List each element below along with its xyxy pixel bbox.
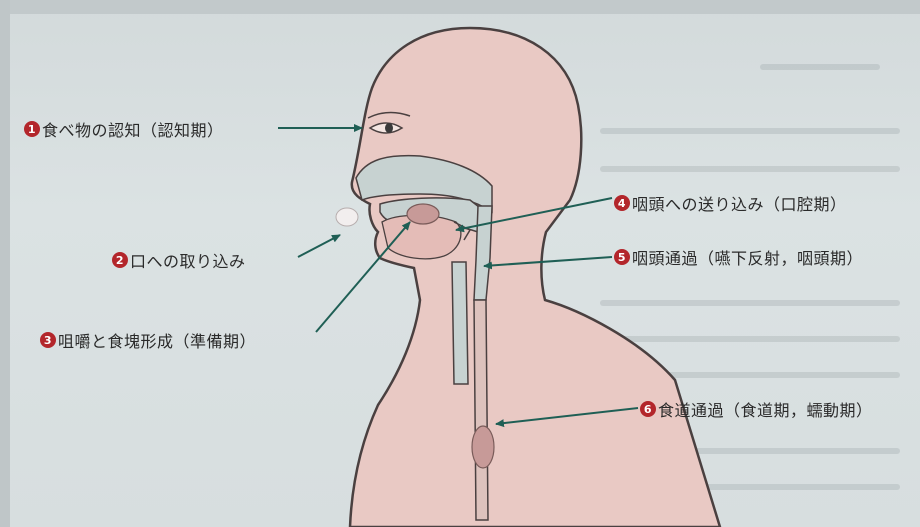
label-text: 食道通過（食道期，蠕動期） <box>658 397 873 421</box>
bolus-in-mouth <box>407 204 439 224</box>
step-number-badge: 2 <box>112 252 128 268</box>
bolus-in-esophagus <box>472 426 494 468</box>
step-number-badge: 1 <box>24 121 40 137</box>
label-text: 食べ物の認知（認知期） <box>42 117 224 141</box>
label-intake: 2 口への取り込み <box>112 248 246 272</box>
step-number-badge: 6 <box>640 401 656 417</box>
step-number-badge: 5 <box>614 249 630 265</box>
label-recognition: 1 食べ物の認知（認知期） <box>24 117 224 141</box>
label-pharyngeal-phase: 5 咽頭通過（嚥下反射，咽頭期） <box>614 245 863 269</box>
step-number-badge: 4 <box>614 195 630 211</box>
label-esophageal-phase: 6 食道通過（食道期，蠕動期） <box>640 397 873 421</box>
label-oral-phase: 4 咽頭への送り込み（口腔期） <box>614 191 847 215</box>
label-text: 口への取り込み <box>130 248 246 272</box>
arrow-2 <box>298 235 340 257</box>
food-bolus <box>336 208 358 226</box>
esophagus <box>474 300 488 520</box>
pupil <box>385 123 393 133</box>
step-number-badge: 3 <box>40 332 56 348</box>
label-text: 咽頭通過（嚥下反射，咽頭期） <box>632 245 863 269</box>
body-silhouette <box>350 28 720 527</box>
arrow-3 <box>316 222 410 332</box>
label-text: 咽頭への送り込み（口腔期） <box>632 191 847 215</box>
trachea <box>452 262 468 384</box>
label-chewing: 3 咀嚼と食塊形成（準備期） <box>40 328 256 352</box>
label-text: 咀嚼と食塊形成（準備期） <box>58 328 256 352</box>
